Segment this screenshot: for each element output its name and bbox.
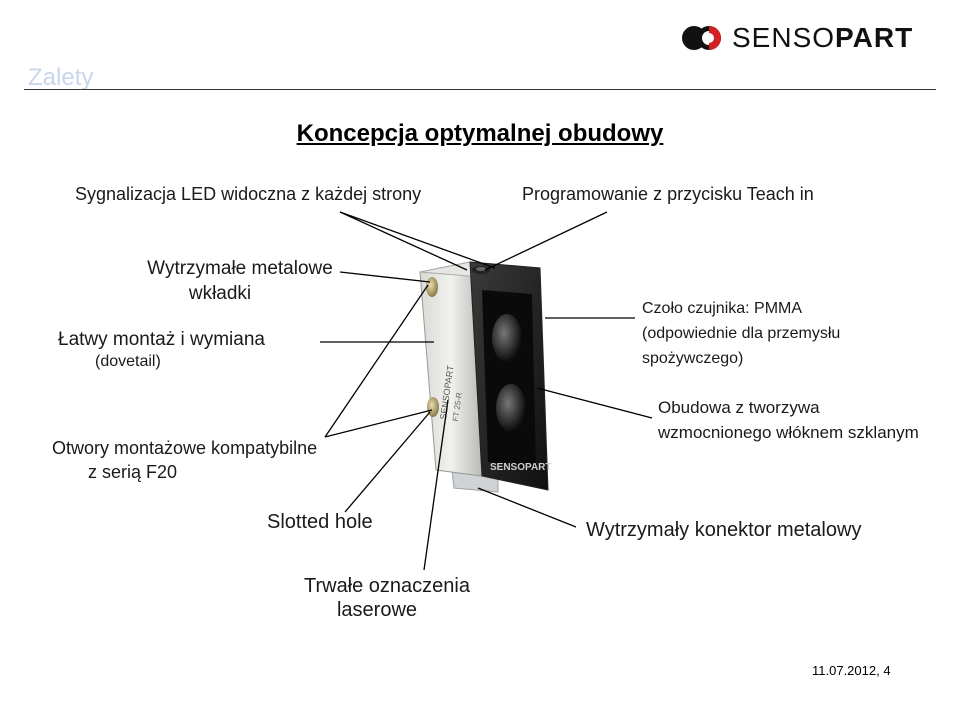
section-title: Zalety (28, 64, 94, 91)
label-laser-line2: laserowe (336, 599, 418, 621)
label-front-line1: Czoło czujnika: PMMA (642, 300, 803, 317)
teach-button-shape (472, 266, 490, 274)
sensor-lenses (492, 314, 526, 432)
label-front-line3: spożywczego) (642, 350, 744, 367)
label-holes-line1: Otwory montażowe kompatybilne (52, 438, 318, 458)
label-holes-line2: z serią F20 (88, 462, 178, 482)
front-brand: SENSOPART (490, 462, 552, 473)
sensopart-logo-mark (682, 26, 721, 50)
label-metal-inserts-line2: wkładki (188, 283, 252, 304)
laser-marking-model: FT 25-R (451, 392, 464, 422)
footer-date-page: 11.07.2012, 4 (812, 663, 891, 678)
front-brand-text: SENSOPART (490, 462, 552, 473)
label-laser-line1: Trwałe oznaczenia (303, 575, 470, 597)
label-slotted-hole: Slotted hole (267, 511, 373, 533)
label-front-line2: (odpowiednie dla przemysłu (642, 325, 841, 342)
sensopart-logo: SENSOPART (680, 22, 912, 54)
header-divider (24, 89, 936, 90)
label-led-signal: Sygnalizacja LED widoczna z każdej stron… (75, 184, 422, 204)
label-housing-line2: wzmocnionego włóknem szklanym (658, 423, 919, 442)
sensor-body (419, 261, 549, 491)
label-housing-line1: Obudowa z tworzywa (658, 398, 820, 417)
label-connector: Wytrzymały konektor metalowy (586, 519, 862, 541)
label-mount-line2: (dovetail) (95, 353, 161, 370)
label-teach-in: Programowanie z przycisku Teach in (522, 184, 814, 204)
label-mount-line1: Łatwy montaż i wymiana (58, 329, 265, 350)
slide-title: Koncepcja optymalnej obudowy (296, 120, 664, 147)
leader-lines (320, 211, 653, 571)
label-metal-inserts-line1: Wytrzymałe metalowe (147, 258, 333, 279)
logo-wordmark: SENSOPART (732, 22, 914, 53)
